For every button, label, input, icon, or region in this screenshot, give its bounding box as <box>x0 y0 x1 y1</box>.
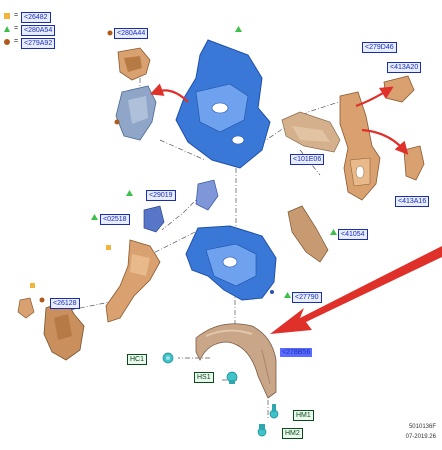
fastener-HC1 <box>162 352 174 364</box>
bracket-413A16 <box>403 145 425 181</box>
square-marker-icon <box>4 13 10 19</box>
orange-square-marker <box>30 283 35 288</box>
callout-HS1[interactable]: HS1 <box>194 372 214 383</box>
callout-280A44[interactable]: <280A44 <box>114 28 149 39</box>
bracket-41054 <box>287 205 329 263</box>
brown-circle-marker <box>107 30 113 36</box>
callout-101E06[interactable]: <101E06 <box>290 154 325 165</box>
bracket-02518 <box>143 205 165 233</box>
bracket-gray-blue <box>115 85 157 141</box>
lower-wheelhouse-panel <box>185 225 277 301</box>
triangle-marker-icon <box>4 26 10 32</box>
fastener-HM2 <box>257 424 267 437</box>
orange-square-marker <box>106 245 111 250</box>
red-arrow <box>361 128 409 155</box>
bracket-26128 <box>17 297 85 361</box>
callout-HM1[interactable]: HM1 <box>293 410 314 421</box>
left-rail-reinforcement <box>105 239 161 323</box>
blue-fastener-dot <box>270 290 274 294</box>
brown-circle-marker <box>39 297 45 303</box>
callout-02518[interactable]: <02518 <box>100 214 130 225</box>
diagram-reference-number: 5010136F <box>408 424 436 430</box>
diagram-date: 07-2019.26 <box>405 434 436 440</box>
green-triangle-marker <box>91 214 98 220</box>
wheel-well-liner <box>195 323 277 399</box>
callout-27790[interactable]: <27790 <box>292 292 322 303</box>
legend-code: <280A54 <box>21 25 56 36</box>
bracket-280A44 <box>117 47 151 81</box>
circle-marker-icon <box>4 39 10 45</box>
legend-code: <26482 <box>21 12 51 23</box>
green-triangle-marker <box>330 229 337 235</box>
callout-41054[interactable]: <41054 <box>338 229 368 240</box>
bracket-413A20 <box>383 75 415 103</box>
callout-413A16[interactable]: <413A16 <box>395 196 430 207</box>
red-arrow <box>355 86 394 108</box>
callout-26128[interactable]: <26128 <box>50 298 80 309</box>
callout-413A20[interactable]: <413A20 <box>387 62 422 73</box>
large-red-arrow <box>270 246 442 334</box>
green-triangle-marker <box>235 26 242 32</box>
pillar-reinforcement-279D46 <box>339 91 381 201</box>
upper-inner-quarter-panel <box>175 39 271 169</box>
green-triangle-marker <box>284 292 291 298</box>
callout-279D46[interactable]: <279D46 <box>362 42 397 53</box>
legend-code: <279A92 <box>21 38 56 49</box>
panel-101E06 <box>281 111 341 153</box>
fastener-HM1 <box>269 404 279 419</box>
callout-HM2[interactable]: HM2 <box>282 428 303 439</box>
green-triangle-marker <box>126 190 133 196</box>
red-arrow <box>149 83 189 103</box>
callout-278B56-highlighted[interactable]: <278B56 <box>280 348 313 357</box>
callout-29019[interactable]: <29019 <box>146 190 176 201</box>
fastener-HS1 <box>226 371 238 384</box>
brown-circle-marker <box>114 119 120 125</box>
callout-HC1[interactable]: HC1 <box>127 354 148 365</box>
bracket-29019 <box>195 179 219 211</box>
